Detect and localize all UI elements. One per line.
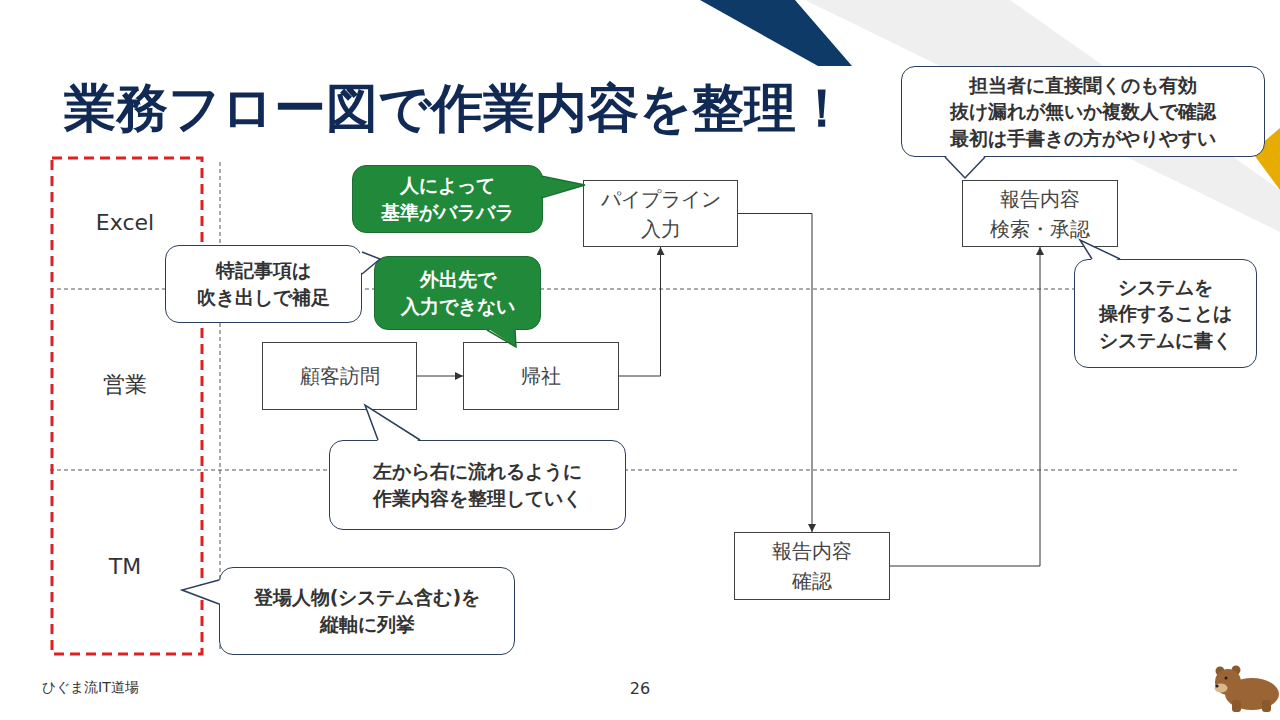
- footer-text: ひぐま流IT道場: [42, 679, 139, 697]
- bear-ear: [1216, 667, 1225, 676]
- navy-stripe: [700, 0, 852, 66]
- bear-illustration: [1215, 666, 1280, 713]
- lane-label: 営業: [103, 370, 147, 400]
- callout-tail-outline: [1080, 240, 1120, 259]
- callout-tail-outline: [182, 580, 219, 604]
- bear-body: [1225, 678, 1279, 710]
- process-box: 顧客訪問: [262, 342, 417, 410]
- flow-arrow: [417, 376, 463, 377]
- bear-nose: [1215, 684, 1218, 687]
- flow-arrow: [619, 247, 661, 376]
- node-text: システムを 操作することは システムに書く: [1075, 274, 1256, 354]
- lane-label: Excel: [96, 210, 154, 235]
- bear-leg: [1262, 700, 1271, 712]
- bear-leg: [1232, 700, 1241, 712]
- lane-divider: [50, 470, 1240, 471]
- lane-label: TM: [109, 554, 141, 579]
- callout-tail-outline: [487, 330, 516, 347]
- callout-bubble: システムを 操作することは システムに書く: [1074, 259, 1257, 368]
- process-box: パイプライン 入力: [583, 180, 738, 247]
- slide-title: 業務フロー図で作業内容を整理！: [64, 74, 848, 144]
- callout-tail: [487, 328, 516, 347]
- node-text: 報告内容 確認: [735, 536, 889, 596]
- node-text: 顧客訪問: [263, 361, 416, 391]
- process-box: 報告内容 検索・承認: [962, 180, 1118, 247]
- callout-tail: [182, 580, 221, 604]
- process-box: 帰社: [463, 342, 619, 410]
- callout-bubble: 登場人物(システム含む)を 縦軸に列挙: [219, 567, 515, 655]
- node-text: 報告内容 検索・承認: [963, 184, 1117, 244]
- node-text: 帰社: [464, 361, 618, 391]
- highlight-frame: [52, 158, 202, 654]
- bear-head: [1215, 669, 1241, 695]
- bear-eye: [1225, 677, 1228, 680]
- callout-bubble: 外出先で 入力できない: [374, 256, 541, 330]
- callout-tail-outline: [541, 176, 585, 198]
- callout-tail: [365, 405, 420, 442]
- node-text: 外出先で 入力できない: [375, 266, 540, 319]
- callout-tail-outline: [945, 157, 985, 178]
- node-text: 登場人物(システム含む)を 縦軸に列挙: [220, 584, 514, 637]
- callout-bubble: 特記事項は 吹き出しで補足: [165, 245, 362, 323]
- callout-tail: [360, 252, 380, 274]
- process-box: 報告内容 確認: [734, 532, 890, 600]
- callout-tail-outline: [362, 252, 380, 274]
- callout-bubble: 担当者に直接聞くのも有効 抜け漏れが無いか複数人で確認 最初は手書きの方がやりや…: [901, 66, 1265, 157]
- callout-bubble: 人によって 基準がバラバラ: [352, 165, 543, 233]
- node-text: 人によって 基準がバラバラ: [353, 172, 542, 225]
- callout-tail: [945, 155, 985, 178]
- node-text: 特記事項は 吹き出しで補足: [166, 257, 361, 310]
- callout-tail-outline: [365, 405, 420, 440]
- callout-tail: [1080, 240, 1120, 261]
- page-number: 26: [630, 679, 650, 698]
- bear-snout: [1215, 684, 1228, 693]
- callout-tail: [539, 176, 585, 198]
- bear-ear: [1232, 666, 1241, 675]
- flow-arrow: [738, 214, 812, 533]
- node-text: 左から右に流れるように 作業内容を整理していく: [330, 458, 625, 511]
- callout-bubble: 左から右に流れるように 作業内容を整理していく: [329, 440, 626, 530]
- node-text: 担当者に直接聞くのも有効 抜け漏れが無いか複数人で確認 最初は手書きの方がやりや…: [902, 72, 1264, 152]
- flow-arrow: [890, 247, 1040, 566]
- node-text: パイプライン 入力: [584, 184, 737, 244]
